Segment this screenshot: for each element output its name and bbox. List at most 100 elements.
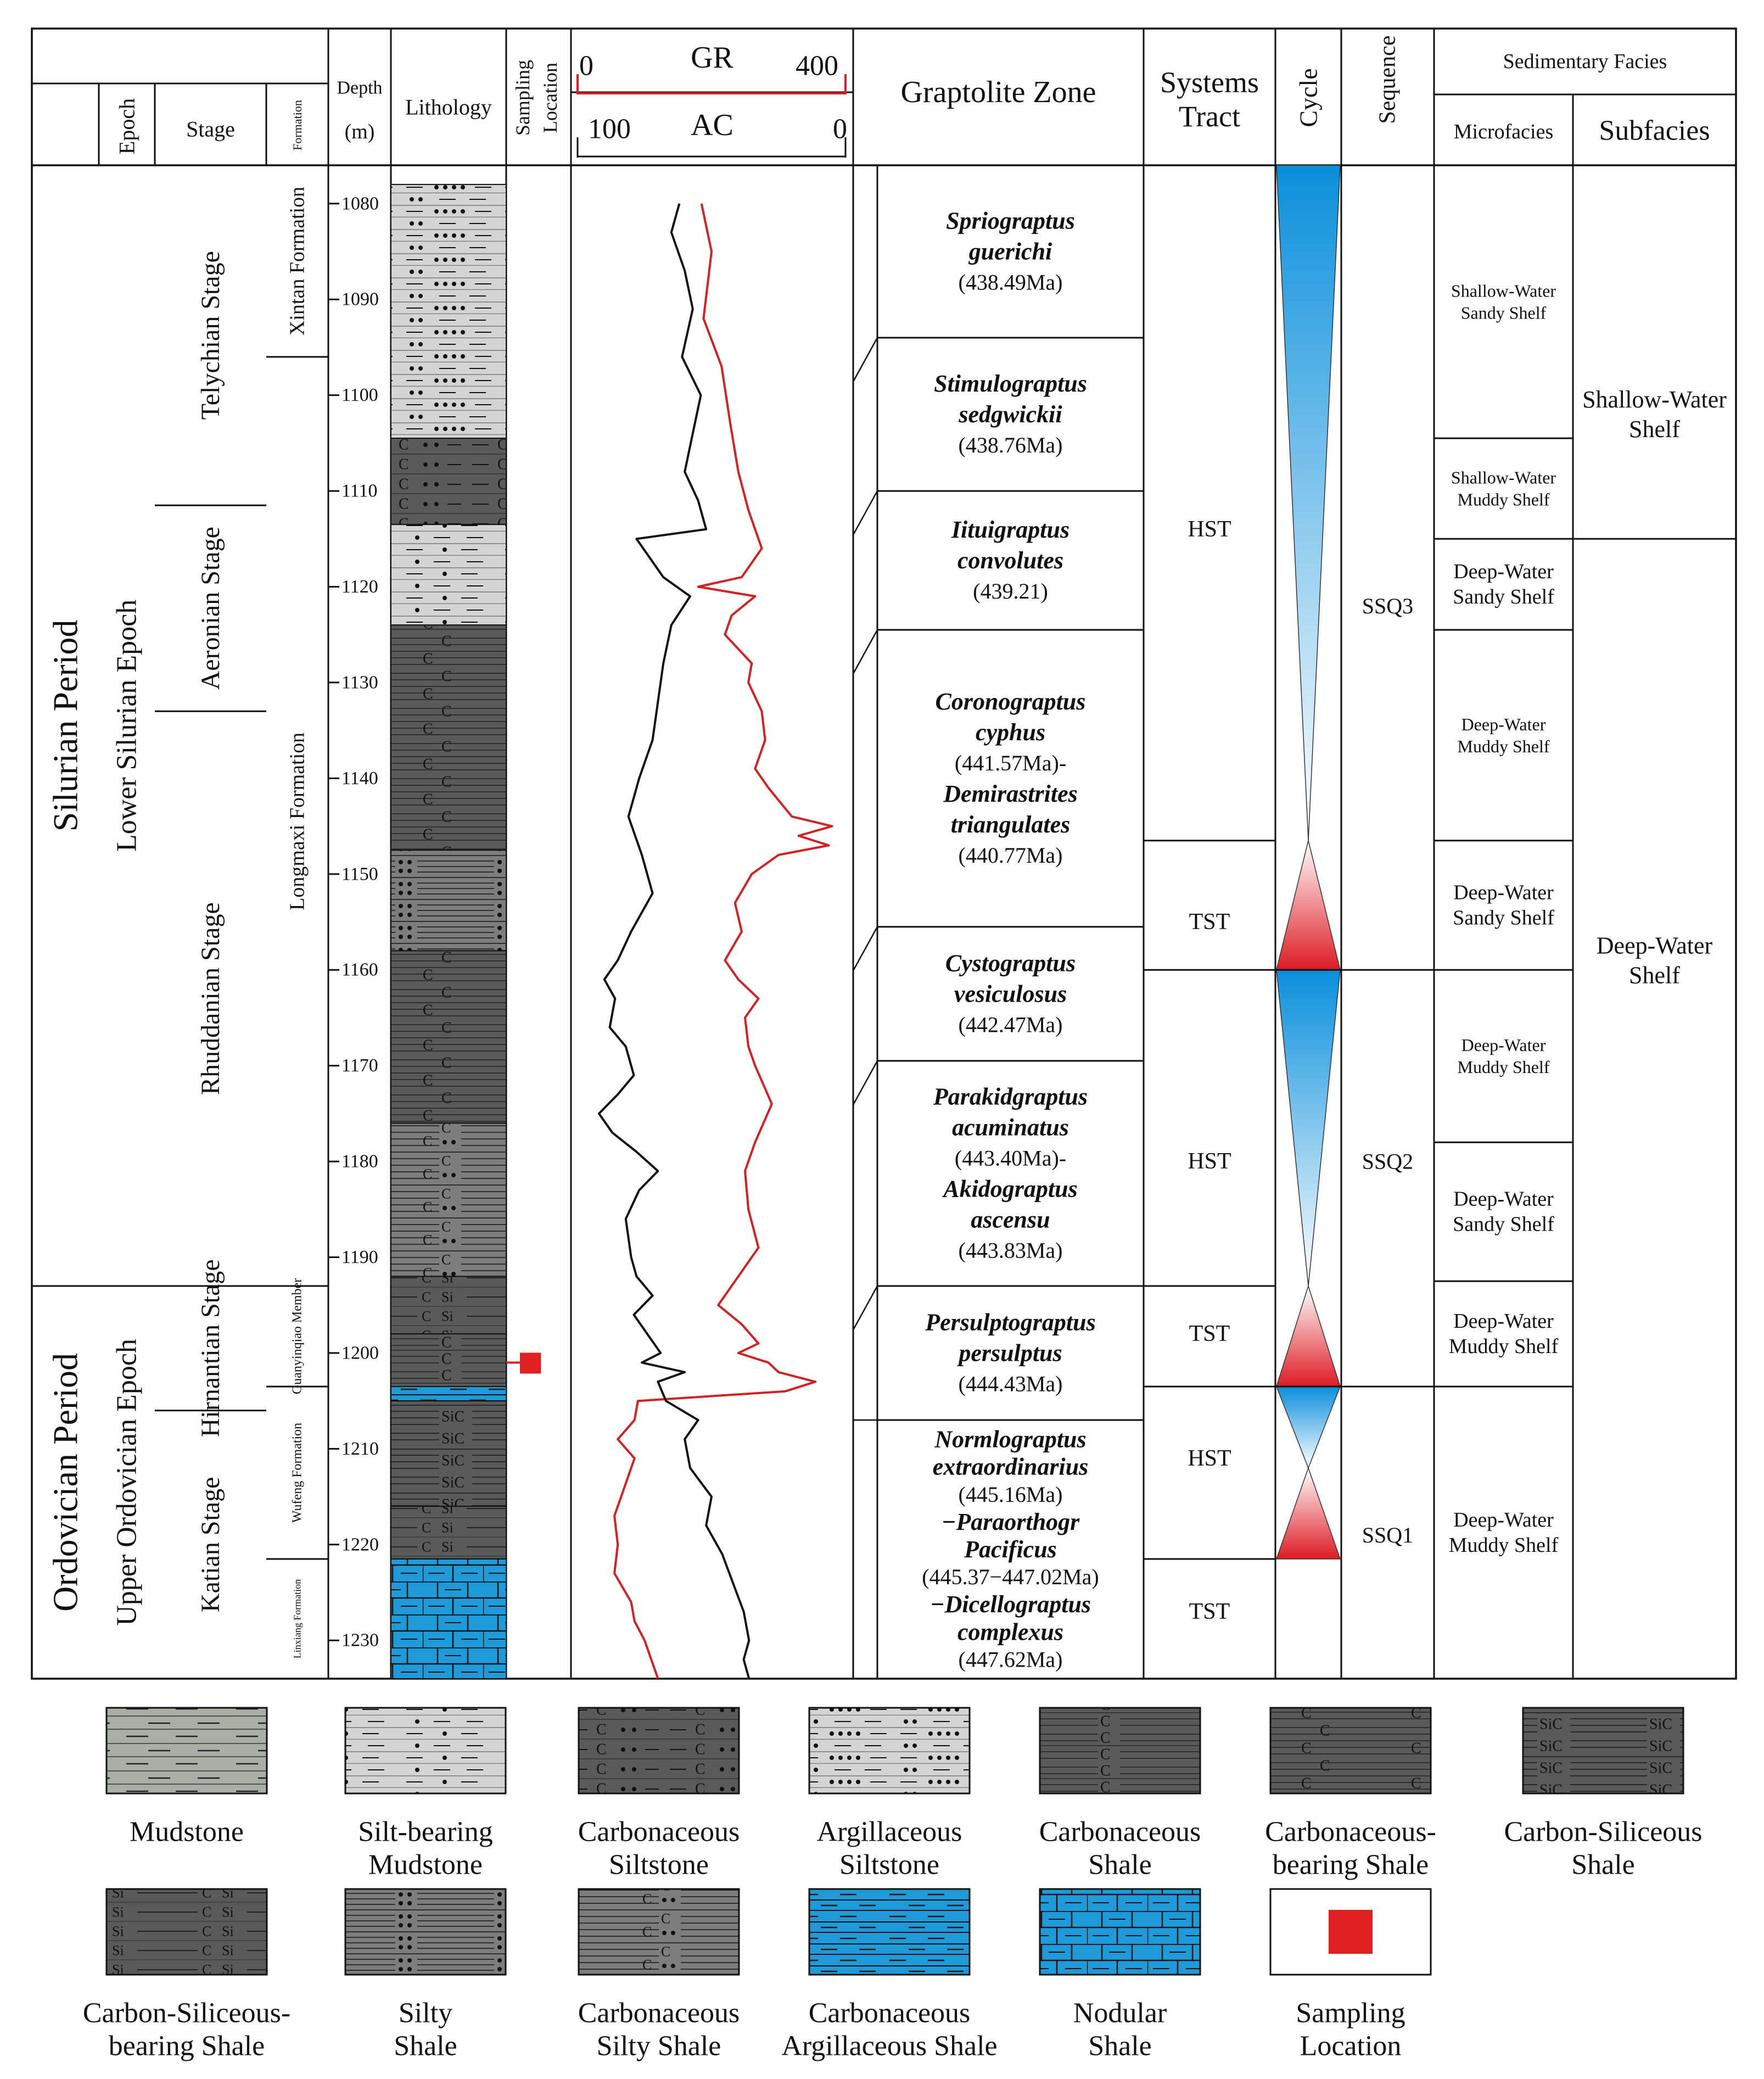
graptolite-zone-text: persulptus [956,1339,1062,1366]
figure-frame [31,27,1737,1680]
microfacies-label: Sandy Shelf [1453,906,1554,929]
graptolite-zone-text: Spriograptus [946,207,1075,234]
systems-tract-label: HST [1188,517,1231,542]
microfacies-label: Sandy Shelf [1461,303,1547,323]
legend-label: Silty Shale [597,2031,721,2062]
epochs-label: Lower Silurian Epoch [111,600,143,852]
legend-label: bearing Shale [1273,1849,1429,1881]
sequence-label: SSQ2 [1362,1149,1413,1174]
graptolite-zone-text: (443.40Ma)- [955,1145,1066,1170]
header-systems: Systems [1160,66,1259,99]
gr-log-curve [613,203,833,1679]
depth-tick-label: 1160 [341,960,378,980]
graptolite-zone-text: Iituigraptus [951,516,1069,543]
microfacies-label: Deep-Water [1453,881,1554,904]
microfacies-label: Deep-Water [1461,1035,1546,1055]
lithology-layer-carbonaceous-argillaceous-shale [390,1385,507,1402]
header-sedimentary-facies: Sedimentary Facies [1503,50,1667,73]
header-gr-max: 400 [796,51,838,82]
lithology-layer-carbon-siliceous-bearing-shale [390,1276,507,1335]
lithology-layer-carbon-siliceous-bearing-shale [390,1506,507,1560]
graptolite-zone-text: Parakidgraptus [933,1083,1088,1110]
sequence-label: SSQ1 [1362,1523,1413,1547]
legend-swatch-carbon-siliceous-bearing-shale [105,1888,268,1976]
header-ac-left: 100 [588,114,631,145]
cycle-triangle-transgressive [1275,1466,1341,1560]
graptolite-zone-text: (447.62Ma) [959,1647,1063,1672]
legend-label: Sampling [1296,1998,1405,2029]
graptolite-zone-text: Stimulograptus [934,370,1087,397]
legend-swatch-argillaceous-siltstone [808,1707,971,1795]
lithology-layer-carbonaceous-bearing-shale [390,950,507,1124]
graptolite-zone-connector [852,490,878,535]
depth-tick-label: 1170 [341,1055,378,1076]
legend-label: Shale [1088,2031,1152,2062]
graptolite-zone-connector [852,926,878,971]
cycle-triangle-regressive [1276,165,1341,841]
legend-label: Siltstone [609,1849,709,1881]
legend-label: Mudstone [130,1817,244,1848]
graptolite-zone-connector [852,629,878,674]
header-formation: Formation [290,100,304,150]
depth-tick-label: 1080 [341,193,379,214]
microfacies-label: Sandy Shelf [1453,585,1554,608]
legend-swatch-carbonaceous-silty-shale [578,1888,740,1976]
subfacies-label: Shelf [1629,416,1680,443]
microfacies-label: Deep-Water [1453,1508,1554,1532]
microfacies-label: Shallow-Water [1451,468,1556,488]
microfacies-label: Shallow-Water [1451,281,1556,301]
header-depth: Depth [337,78,382,98]
epochs-label: Upper Ordovician Epoch [111,1339,143,1626]
graptolite-zone-text: vesiculosus [954,980,1067,1007]
lithology-layer-argillaceous-siltstone [390,183,507,439]
stages-label: Aeronian Stage [196,527,225,690]
lithology-layer-carbonaceous-bearing-shale [390,624,507,851]
graptolite-zone-text: extraordinarius [933,1454,1089,1480]
formations-label: Guanyinqiao Member [290,1278,305,1394]
depth-tick-label: 1180 [341,1152,378,1172]
legend-swatch-silt-bearing-mudstone [344,1707,507,1795]
graptolite-zone-text: Cystograptus [945,949,1076,976]
microfacies-label: Deep-Water [1453,560,1554,583]
legend-label: Carbon-Siliceous [1504,1817,1702,1848]
legend-label: Location [1300,2031,1402,2062]
microfacies-label: Muddy Shelf [1458,1057,1550,1077]
formations-label: Longmaxi Formation [286,733,309,910]
microfacies-label: Muddy Shelf [1449,1335,1559,1358]
stages-label: Telychian Stage [196,251,225,420]
stages-label: Rhuddanian Stage [196,902,225,1095]
graptolite-zone-text: cyphus [976,719,1045,746]
header-stage: Stage [186,117,235,142]
legend-label: Shale [1571,1849,1635,1881]
graptolite-zone-text: (438.49Ma) [959,270,1063,294]
depth-tick-label: 1200 [341,1343,379,1363]
header-epoch: Epoch [115,98,139,154]
graptolite-zone-text: Persulptograptus [925,1309,1096,1335]
graptolite-zone-text: (438.76Ma) [959,433,1063,457]
systems-tract-label: TST [1189,909,1230,935]
header-graptolite-zone: Graptolite Zone [900,75,1096,109]
subfacies-label: Deep-Water [1597,932,1713,959]
depth-tick-label: 1090 [341,289,379,310]
graptolite-zone-text: (444.43Ma) [959,1371,1063,1396]
legend-swatch-carbonaceous-argillaceous-shale [808,1888,971,1976]
legend-label: Carbonaceous [809,1998,971,2029]
graptolite-zone-text: acuminatus [952,1114,1069,1141]
depth-tick-label: 1230 [341,1630,379,1651]
microfacies-label: Sandy Shelf [1453,1213,1554,1236]
legend-swatch-carbonaceous-siltstone [578,1707,740,1795]
header-gr-min: 0 [579,51,593,82]
header-gr-label: GR [691,41,733,75]
legend-label: Shale [394,2031,457,2062]
formations-label: Xintan Formation [286,187,309,336]
subfacies-label: Shelf [1629,962,1680,988]
microfacies-label: Deep-Water [1453,1188,1554,1211]
graptolite-zone-text: Pacificus [964,1536,1057,1563]
header-microfacies: Microfacies [1454,120,1553,143]
graptolite-zone-text: Normlograptus [934,1426,1086,1453]
formations-label: Linxiang Formation [292,1579,303,1658]
graptolite-zone-text: convolutes [957,547,1063,574]
depth-tick-label: 1130 [341,672,378,692]
